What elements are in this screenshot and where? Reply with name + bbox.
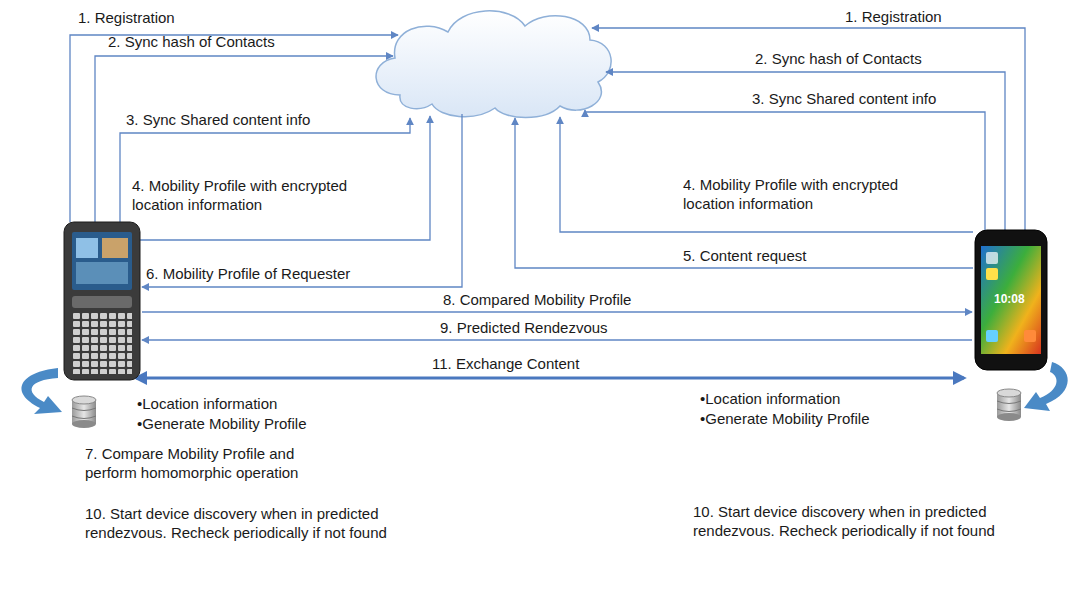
step-label: 6. Mobility Profile of Requester xyxy=(146,264,350,283)
curved-arrow xyxy=(22,368,62,414)
step-label: 4. Mobility Profile with encrypted locat… xyxy=(683,175,918,213)
database-icon xyxy=(997,389,1021,421)
clock-text: 10:08 xyxy=(994,292,1025,306)
step-label: 9. Predicted Rendezvous xyxy=(440,318,608,337)
right-phone xyxy=(975,230,1047,370)
note-text: •Generate Mobility Profile xyxy=(137,414,307,433)
note-text: •Generate Mobility Profile xyxy=(700,409,870,428)
note-text: •Location information xyxy=(137,394,277,413)
curved-arrow xyxy=(1024,362,1068,411)
step-label: 3. Sync Shared content info xyxy=(752,89,936,108)
step-label: 1. Registration xyxy=(845,7,942,26)
cloud xyxy=(376,11,611,118)
step-label: 8. Compared Mobility Profile xyxy=(443,290,631,309)
step-label: 3. Sync Shared content info xyxy=(126,110,310,129)
step-label: 11. Exchange Content xyxy=(432,354,579,373)
exchange-arrow xyxy=(136,377,964,380)
note-text: 7. Compare Mobility Profile and perform … xyxy=(85,444,330,482)
step-label: 4. Mobility Profile with encrypted locat… xyxy=(132,176,367,214)
step-label: 2. Sync hash of Contacts xyxy=(108,32,275,51)
note-text: 10. Start device discovery when in predi… xyxy=(85,504,403,542)
step-label: 1. Registration xyxy=(78,8,175,27)
note-text: •Location information xyxy=(700,389,840,408)
left-phone xyxy=(64,222,140,380)
connector-lines xyxy=(70,28,1025,340)
database-icon xyxy=(72,396,96,428)
step-label: 2. Sync hash of Contacts xyxy=(755,49,922,68)
note-text: 10. Start device discovery when in predi… xyxy=(693,502,1011,540)
step-label: 5. Content request xyxy=(683,246,806,265)
